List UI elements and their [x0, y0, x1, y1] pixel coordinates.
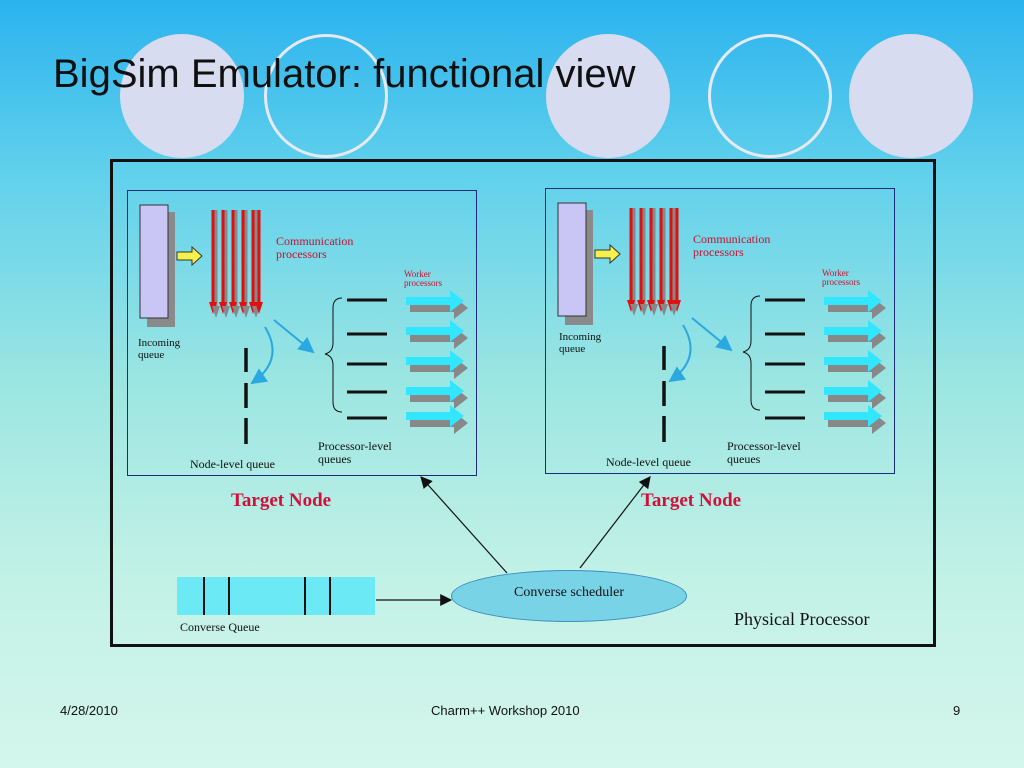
- node-1-comm-label: Communication processors: [276, 234, 354, 261]
- processor-level-queues: [347, 298, 387, 420]
- target-node-caption-2: Target Node: [641, 490, 742, 511]
- footer-date: 4/28/2010: [60, 703, 118, 718]
- node-2-incoming-label: Incoming queue: [559, 331, 602, 355]
- scheduler-to-node-2-arrow: [579, 476, 651, 569]
- node-1-incoming-label: Incoming queue: [138, 337, 181, 361]
- slide-title: BigSim Emulator: functional view: [53, 52, 636, 96]
- incoming-queue: [139, 204, 169, 319]
- node-2-node-queue-label: Node-level queue: [606, 455, 691, 469]
- incoming-yellow-arrow: [594, 243, 621, 265]
- target-node-box-2: [545, 188, 895, 474]
- footer-center: Charm++ Workshop 2010: [431, 703, 580, 718]
- decor-circle-4: [708, 34, 832, 158]
- worker-processor-arrows: [824, 290, 886, 434]
- worker-processor-arrows: [406, 290, 468, 434]
- processor-queues-brace: [742, 295, 761, 411]
- node-2-worker-label: Worker processors: [822, 268, 860, 288]
- comm-to-processor-queue-arrow: [273, 319, 315, 354]
- incoming-yellow-arrow: [176, 245, 203, 267]
- node-2-graphics: [557, 202, 886, 442]
- node-2-comm-label: Communication processors: [693, 232, 771, 259]
- converse-scheduler: Converse scheduler: [451, 570, 687, 622]
- node-1-worker-label: Worker processors: [404, 269, 442, 289]
- comm-to-node-queue-arrow: [668, 324, 692, 383]
- target-node-box-1: [127, 190, 477, 476]
- processor-queues-brace: [324, 297, 343, 413]
- node-1-processor-queue-label: Processor-level queues: [318, 439, 392, 466]
- converse-queue: [177, 577, 375, 615]
- target-node-caption-1: Target Node: [231, 490, 332, 511]
- scheduler-to-node-1-arrow: [420, 476, 508, 574]
- node-1-graphics: [139, 204, 468, 444]
- decor-circle-5: [849, 34, 973, 158]
- comm-processor-arrows: [209, 210, 263, 318]
- converse-scheduler-label: Converse scheduler: [513, 585, 625, 600]
- incoming-queue: [557, 202, 587, 317]
- physical-processor-label: Physical Processor: [734, 609, 870, 629]
- processor-level-queues: [765, 298, 805, 420]
- page-number: 9: [953, 703, 961, 718]
- decor-circle-3: [546, 34, 670, 158]
- comm-processor-arrows: [627, 208, 681, 316]
- decor-circle-1: [120, 34, 244, 158]
- comm-to-processor-queue-arrow: [691, 317, 733, 352]
- physical-processor-box: [110, 159, 936, 647]
- node-2-processor-queue-label: Processor-level queues: [727, 439, 801, 466]
- node-1-node-queue-label: Node-level queue: [190, 457, 275, 471]
- comm-to-node-queue-arrow: [250, 326, 274, 385]
- converse-queue-label: Converse Queue: [180, 620, 260, 634]
- decor-circle-2: [264, 34, 388, 158]
